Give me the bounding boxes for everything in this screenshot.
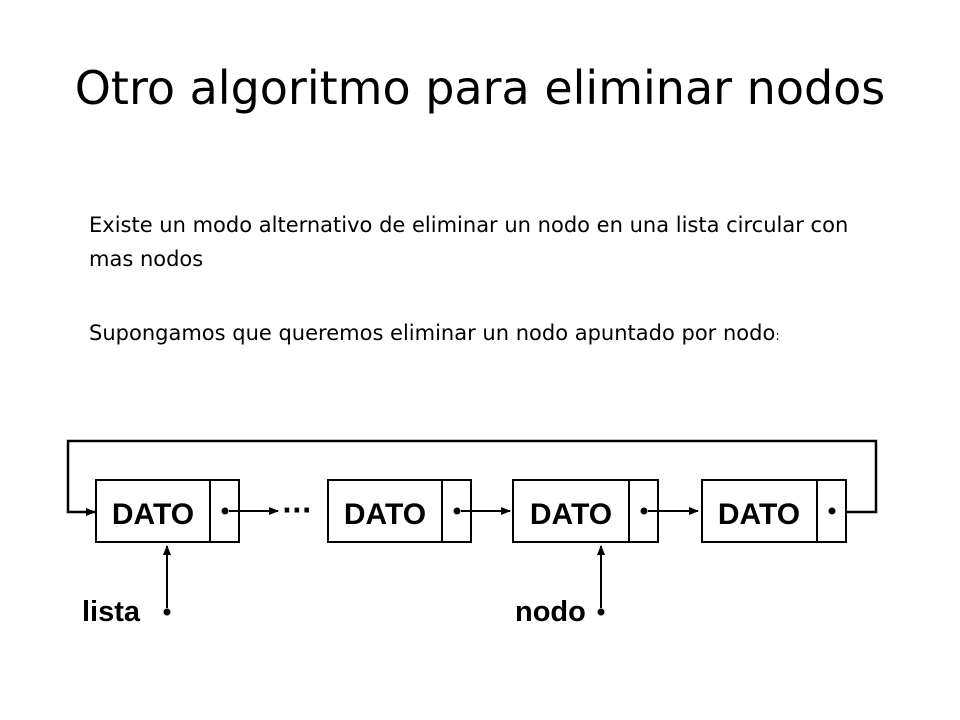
paragraph-alternative-method: Existe un modo alternativo de eliminar u…: [89, 213, 849, 271]
pointer-lista-label: lista: [82, 596, 141, 628]
node-2-pointer-dot: [453, 507, 461, 515]
list-node-1: DATO: [95, 479, 240, 543]
list-node-2: DATO: [327, 479, 472, 543]
list-node-3: DATO: [512, 479, 659, 543]
paragraph-node-pointer: Supongamos que queremos eliminar un nodo…: [89, 316, 849, 354]
circular-list-diagram: DATO ··· DATO DATO DATO: [66, 439, 878, 628]
pointer-lista: lista: [82, 545, 171, 628]
pointer-nodo-dot: [597, 608, 605, 616]
node-3-pointer-dot: [640, 507, 648, 515]
circular-link-line: [66, 439, 878, 516]
paragraph-node-pointer-text: Supongamos que queremos eliminar un nodo…: [89, 321, 776, 345]
node-2-label: DATO: [344, 498, 426, 531]
node-4-pointer-dot: [828, 507, 836, 515]
node-3-label: DATO: [530, 498, 612, 531]
ellipsis: ···: [282, 496, 312, 526]
node-1-pointer-dot: [221, 507, 229, 515]
slide-title: Otro algoritmo para eliminar nodos: [74, 61, 886, 115]
node-1-label: DATO: [112, 498, 194, 531]
node-2-box: [327, 479, 472, 543]
pointer-lista-dot: [163, 608, 171, 616]
list-node-4: DATO: [701, 479, 847, 543]
node-4-box: [701, 479, 847, 543]
pointer-nodo: nodo: [515, 545, 605, 628]
node-4-label: DATO: [718, 498, 800, 531]
paragraph-colon: :: [775, 329, 780, 344]
node-3-box: [512, 479, 659, 543]
pointer-nodo-label: nodo: [515, 596, 586, 628]
